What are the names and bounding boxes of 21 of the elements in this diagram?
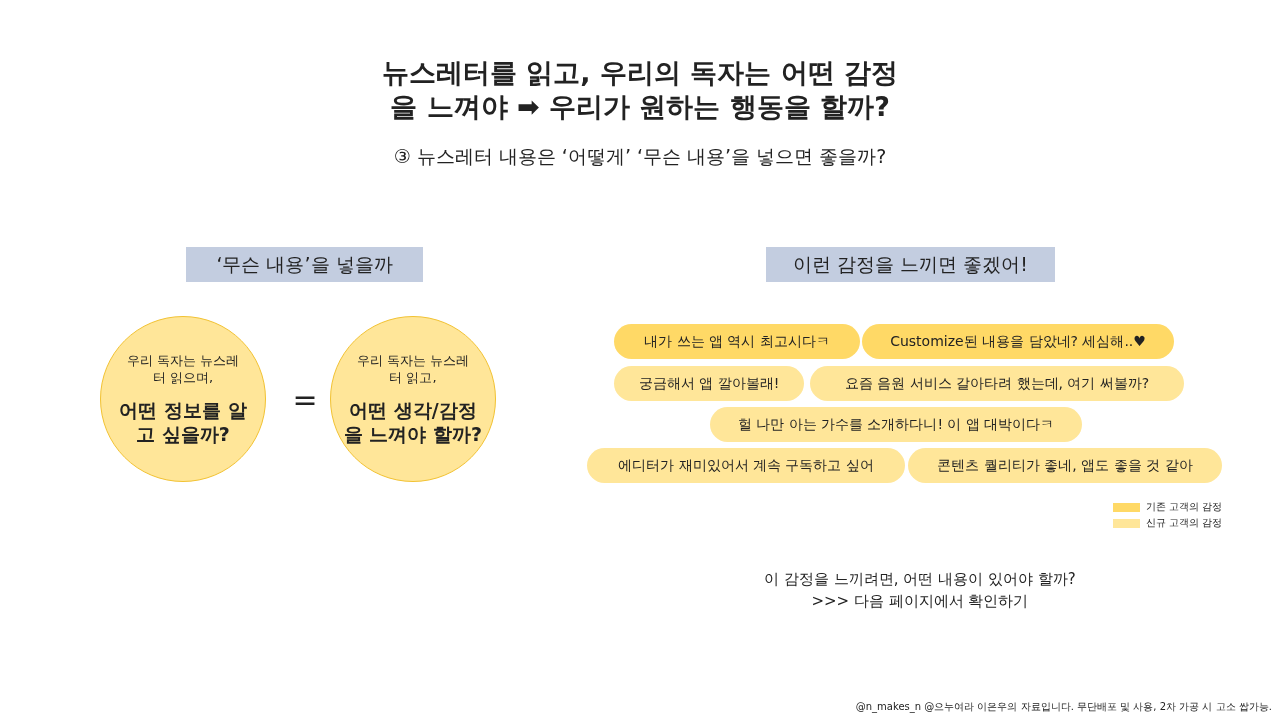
- feeling-pill: 요즘 음원 서비스 갈아타려 했는데, 여기 써볼까?: [810, 366, 1184, 401]
- equals-sign: =: [291, 382, 319, 417]
- feeling-pill: 헐 나만 아는 가수를 소개하다니! 이 앱 대박이다ㅋ: [710, 407, 1082, 442]
- feeling-pill: Customize된 내용을 담았네? 세심해..♥: [862, 324, 1174, 359]
- copyright-note: @n_makes_n @으누여라 이은우의 자료입니다. 무단배포 및 사용, 2차 가공 시 고소 쌉가능.: [854, 700, 1273, 714]
- feeling-pill: 내가 쓰는 앱 역시 최고시다ㅋ: [614, 324, 860, 359]
- legend-label: 기존 고객의 감정: [1146, 500, 1223, 514]
- section-header: ‘무슨 내용’을 넣을까: [186, 247, 423, 282]
- circle-intro-text: 우리 독자는 뉴스레터 읽고,: [355, 352, 471, 386]
- feeling-pill: 에디터가 재미있어서 계속 구독하고 싶어: [587, 448, 905, 483]
- title: 뉴스레터를 읽고, 우리의 독자는 어떤 감정을 느껴야 ➡ 우리가 원하는 행동을 할까?: [380, 56, 900, 124]
- section-header: 이런 감정을 느끼면 좋겠어!: [766, 247, 1055, 282]
- next-page-note: >>> 다음 페이지에서 확인하기: [810, 592, 1030, 611]
- subtitle: ③ 뉴스레터 내용은 ‘어떻게’ ‘무슨 내용’을 넣으면 좋을까?: [392, 144, 888, 169]
- circle-question-text: 어떤 정보를 알고 싶을까?: [118, 398, 248, 446]
- circle-intro-text: 우리 독자는 뉴스레터 읽으며,: [125, 352, 241, 386]
- feeling-pill: 궁금해서 앱 깔아볼래!: [614, 366, 804, 401]
- feeling-pill: 콘텐츠 퀄리티가 좋네, 앱도 좋을 것 같아: [908, 448, 1222, 483]
- question-text: 이 감정을 느끼려면, 어떤 내용이 있어야 할까?: [763, 570, 1077, 589]
- legend-label: 신규 고객의 감정: [1146, 516, 1223, 530]
- circle-question-text: 어떤 생각/감정을 느껴야 할까?: [342, 398, 484, 446]
